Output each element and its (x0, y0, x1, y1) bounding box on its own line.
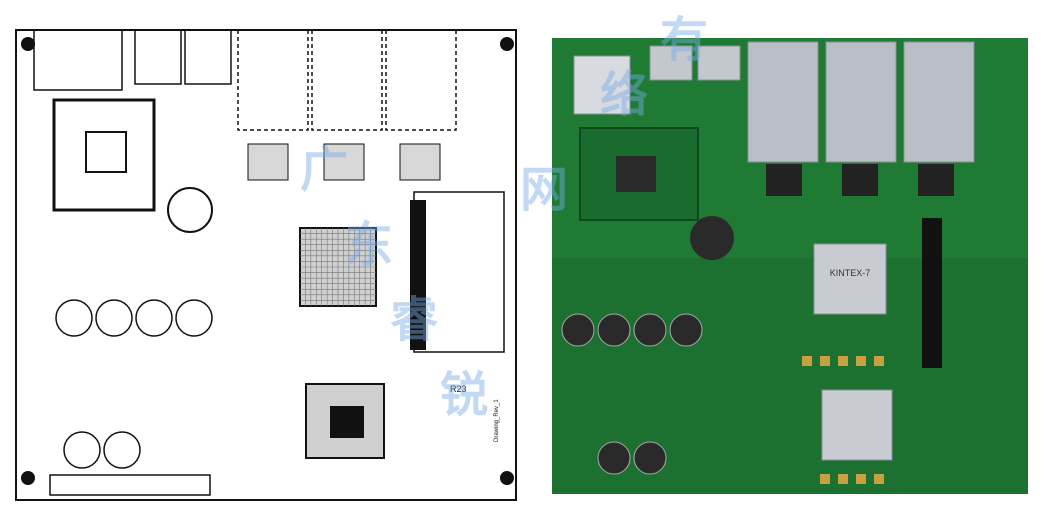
module-chip (85, 131, 127, 173)
edge-connector (922, 218, 942, 368)
edge-connector-outline (413, 191, 505, 353)
bottom-bga (305, 383, 385, 459)
watermark-glyph: 络 (600, 67, 649, 123)
bottom-bga-center (330, 406, 364, 438)
vertical-note: Drawing_Rev_1 (494, 399, 500, 442)
sfp-cage (311, 29, 383, 131)
top-connector (134, 29, 182, 85)
capacitor (103, 431, 141, 469)
sfp-metal-cage (747, 41, 819, 163)
core-module-outline (52, 98, 156, 212)
watermark-glyph: 东 (345, 217, 394, 273)
capacitor (95, 299, 133, 337)
mount-hole (500, 471, 514, 485)
top-connector (184, 29, 232, 85)
capacitor (175, 299, 213, 337)
pcb-photo: KINTEX-7 (552, 38, 1028, 494)
mount-hole (21, 471, 35, 485)
watermark-glyph: 睿 (390, 292, 439, 348)
phy-chip (842, 164, 878, 196)
kintex-7-fpga (813, 243, 887, 315)
pcb-lower-area (552, 258, 1028, 494)
capacitor (63, 431, 101, 469)
watermark-glyph: 广 (300, 142, 349, 198)
sfp-cage (237, 29, 309, 131)
capacitor (55, 299, 93, 337)
capacitor (597, 441, 631, 475)
schematic-svg: R23 Drawing_Rev_1 (15, 29, 517, 501)
phy-chip (766, 164, 802, 196)
rj45-jack (697, 45, 741, 81)
r23-label: R23 (450, 384, 467, 394)
battery (690, 216, 734, 260)
pcb-photo-svg: KINTEX-7 (552, 38, 1028, 494)
capacitor (633, 441, 667, 475)
battery-holder (167, 187, 213, 233)
sd-card-slot (573, 55, 631, 115)
bottom-bga (821, 389, 893, 461)
sfp-cage (385, 29, 457, 131)
capacitor (669, 313, 703, 347)
capacitor (597, 313, 631, 347)
sfp-metal-cage (903, 41, 975, 163)
mount-hole (500, 37, 514, 51)
sfp-metal-cage (825, 41, 897, 163)
board-outline (15, 29, 517, 501)
phy-chip (247, 143, 289, 181)
gold-pads (802, 356, 884, 484)
top-connector (33, 29, 123, 91)
mount-hole (21, 37, 35, 51)
capacitor (561, 313, 595, 347)
phy-chip (918, 164, 954, 196)
watermark-glyph: 网 (520, 162, 569, 218)
capacitor (633, 313, 667, 347)
phy-chip (323, 143, 365, 181)
watermark-glyph: 锐 (440, 367, 489, 423)
schematic-board-drawing: R23 Drawing_Rev_1 (10, 10, 524, 505)
fpga-bga-grid (300, 228, 376, 306)
bottom-header (49, 474, 211, 496)
capacitor (135, 299, 173, 337)
rj45-jack (649, 45, 693, 81)
phy-chip (399, 143, 441, 181)
fpga-marking: KINTEX-7 (830, 268, 871, 278)
watermark-glyph: 有 (660, 12, 709, 68)
core-module-chip (616, 156, 656, 192)
